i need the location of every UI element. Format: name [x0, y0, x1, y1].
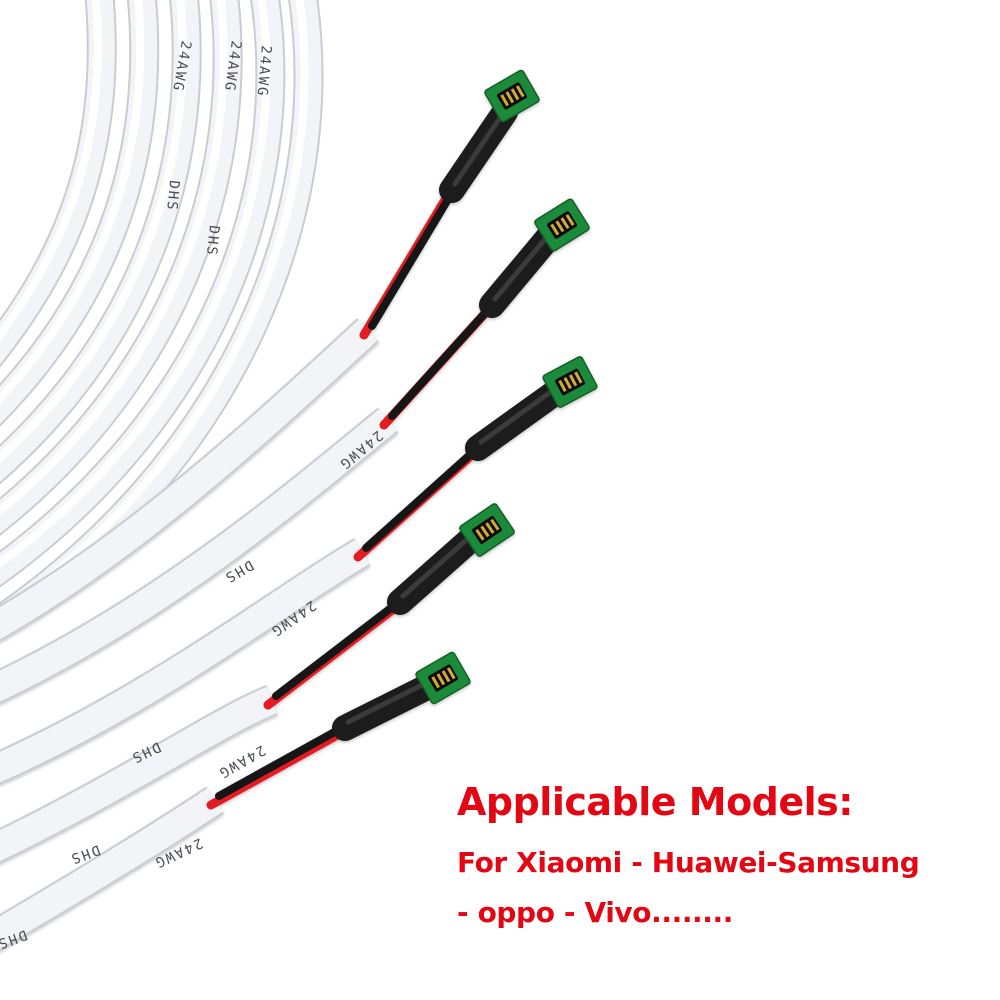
heatshrink-highlight — [492, 229, 554, 302]
pcb-connector — [534, 198, 590, 252]
heatshrink-sleeve — [465, 379, 569, 461]
connector-pin — [574, 371, 583, 384]
connector-pin — [550, 223, 560, 236]
connector-pin — [560, 217, 570, 230]
white-cable-bundle — [0, 0, 324, 639]
connector-pin — [436, 673, 446, 686]
black-wire — [272, 594, 408, 700]
connector-pin — [500, 94, 509, 107]
lead-sheath — [0, 686, 278, 862]
heatshrink-highlight — [400, 531, 476, 599]
connector-pin — [515, 85, 525, 98]
connector-pin — [563, 377, 572, 390]
black-wire — [368, 182, 460, 330]
connector-pin — [490, 518, 500, 531]
heatshrink-highlight — [478, 383, 562, 445]
connector-pin — [475, 528, 485, 541]
cable-loop — [0, 0, 115, 365]
connector-pin — [510, 88, 520, 101]
connector-pin — [431, 676, 440, 689]
caption-models-line-1: For Xiaomi - Huawei-Samsung — [457, 846, 920, 879]
heatshrink-highlight — [345, 679, 431, 725]
connector-pin — [480, 525, 490, 538]
pcb-connector — [459, 503, 515, 557]
connector-lead — [0, 651, 471, 951]
connector-leads — [0, 69, 598, 951]
heatshrink-sleeve — [387, 527, 483, 615]
connector-pin — [446, 667, 456, 680]
cable-maker-print: DHS — [163, 180, 182, 213]
connector-lead — [0, 503, 515, 864]
black-wire — [388, 297, 500, 420]
pcb-connector — [542, 356, 598, 408]
heatshrink-sleeve — [332, 675, 438, 741]
cable-loop-highlight — [0, 0, 271, 568]
connector-pin — [558, 379, 567, 392]
caption-models-line-2: - oppo - Vivo........ — [457, 896, 734, 929]
connector-pin — [568, 374, 578, 387]
black-wire — [215, 720, 353, 800]
pcb-connector — [415, 651, 471, 705]
cable-loop-highlight — [0, 0, 309, 620]
connector-pin — [555, 220, 565, 233]
cable-loop-highlight — [0, 0, 187, 464]
cable-loop-highlight — [0, 0, 145, 404]
caption-headline: Applicable Models: — [457, 780, 854, 824]
black-wire — [362, 440, 486, 552]
lead-sheath — [0, 319, 378, 640]
cable-gauge-print: 24AWG — [221, 39, 244, 93]
cable-loop-highlight — [0, 0, 102, 342]
lead-sheath — [0, 788, 223, 949]
pcb-connector — [484, 69, 540, 123]
cable-loop-highlight — [0, 0, 228, 516]
connector-lead — [0, 69, 540, 642]
cable-gauge-print: 24AWG — [253, 45, 273, 98]
lead-sheath — [0, 539, 370, 783]
connector-pin — [441, 670, 451, 683]
connector-pin — [485, 522, 495, 534]
cable-maker-print: DHS — [203, 225, 222, 258]
connector-pin — [565, 214, 575, 226]
connector-pin — [505, 91, 515, 104]
connector-lead — [0, 198, 590, 704]
lead-sheath — [0, 409, 397, 702]
connector-lead — [0, 356, 598, 785]
